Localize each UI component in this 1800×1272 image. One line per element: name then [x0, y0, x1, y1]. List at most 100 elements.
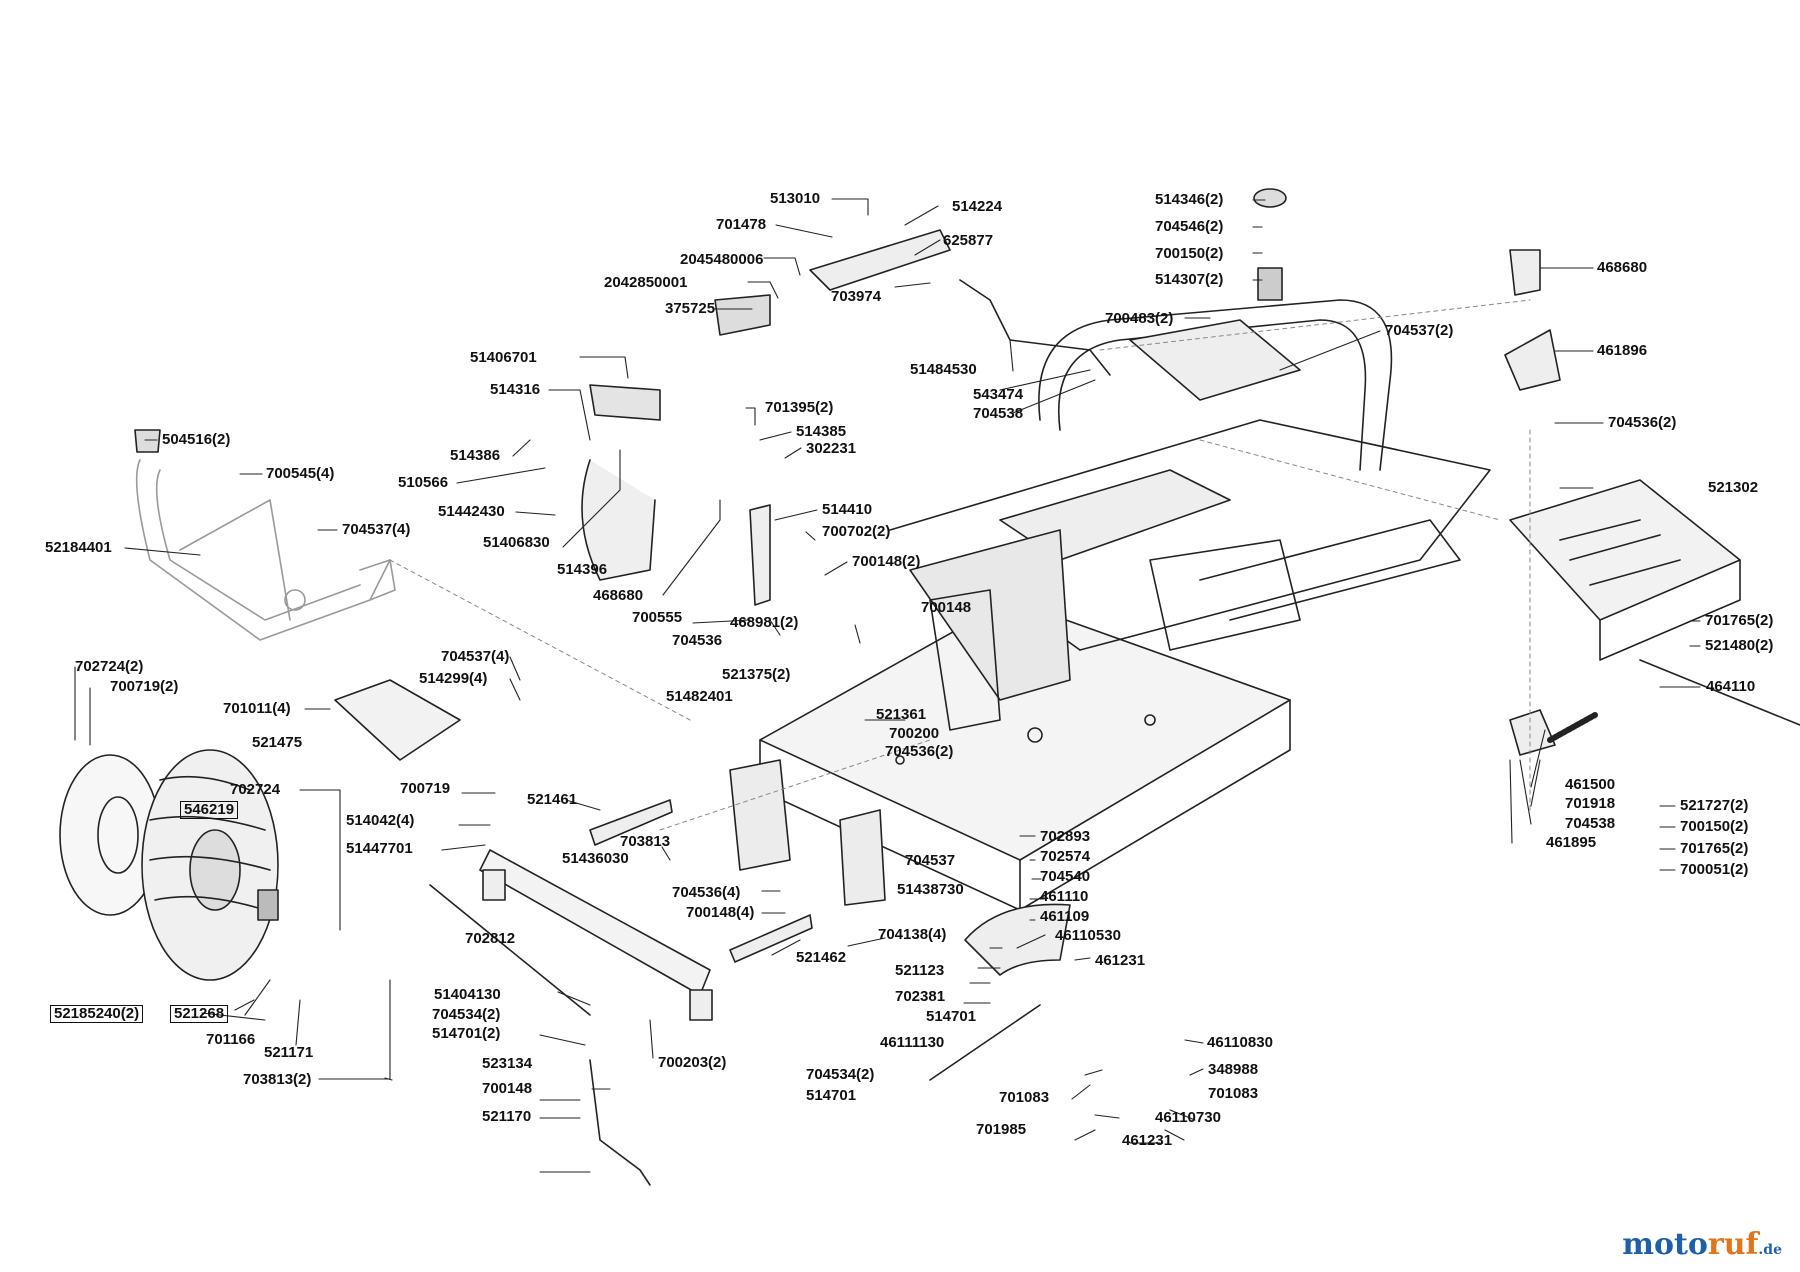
part-label: 700148	[921, 599, 972, 616]
part-label-boxed: 521268	[170, 1005, 229, 1023]
part-label: 700203(2)	[658, 1054, 727, 1071]
part-label: 704537(2)	[1385, 322, 1454, 339]
part-label: 701478	[716, 216, 767, 233]
part-label: 704546(2)	[1155, 218, 1224, 235]
front-wheels	[59, 749, 279, 981]
part-label: 514316	[490, 381, 541, 398]
bracket-514410	[749, 504, 771, 606]
part-label: 700200	[889, 725, 940, 742]
part-label: 51438730	[897, 881, 964, 898]
spring-461500	[1547, 712, 1598, 743]
part-label: 704538	[1565, 815, 1616, 832]
plate-521475	[334, 679, 461, 761]
part-label: 521462	[796, 949, 847, 966]
part-label: 701985	[976, 1121, 1027, 1138]
part-label: 461231	[1122, 1132, 1173, 1149]
part-label: 51442430	[438, 503, 505, 520]
part-label: 700148(2)	[852, 553, 921, 570]
part-label: 700719	[400, 780, 451, 797]
cap-504516	[134, 429, 161, 453]
part-label: 51482401	[666, 688, 733, 705]
part-label: 468680	[593, 587, 644, 604]
part-label: 468680	[1597, 259, 1648, 276]
part-label: 51406701	[470, 349, 537, 366]
part-label: 461231	[1095, 952, 1146, 969]
part-label: 51484530	[910, 361, 977, 378]
part-label: 703813(2)	[243, 1071, 312, 1088]
part-label: 513010	[770, 190, 821, 207]
part-label: 704534(2)	[432, 1006, 501, 1023]
part-label: 521375(2)	[722, 666, 791, 683]
part-label: 514701	[926, 1008, 977, 1025]
part-label: 700483(2)	[1105, 310, 1174, 327]
spindle	[589, 1059, 651, 1186]
part-label: 704540	[1040, 868, 1091, 885]
part-label: 701083	[999, 1089, 1050, 1106]
part-label: 702574	[1040, 848, 1091, 865]
part-label: 704534(2)	[806, 1066, 875, 1083]
part-label: 702381	[895, 988, 946, 1005]
spring-514307	[1257, 267, 1283, 301]
part-label: 700545(4)	[266, 465, 335, 482]
brand-logo: motoruf.de	[1622, 1227, 1782, 1262]
part-label: 2045480006	[680, 251, 764, 268]
bracket-521462	[729, 914, 813, 963]
part-label: 703974	[831, 288, 882, 305]
part-label: 461895	[1546, 834, 1597, 851]
part-label: 464110	[1706, 678, 1756, 695]
part-label: 702893	[1040, 828, 1091, 845]
part-label: 302231	[806, 440, 857, 457]
bracket-468680	[1509, 249, 1541, 296]
part-label: 461110	[1040, 888, 1089, 905]
main-frame	[729, 299, 1491, 911]
part-label: 700051(2)	[1680, 861, 1749, 878]
part-label: 514396	[557, 561, 608, 578]
lever-514224	[809, 229, 951, 291]
part-label: 701083	[1208, 1085, 1259, 1102]
part-label: 700702(2)	[822, 523, 891, 540]
part-label: 461500	[1565, 776, 1616, 793]
part-label: 701765(2)	[1705, 612, 1774, 629]
shift-rod	[959, 279, 1111, 376]
part-label: 700555	[632, 609, 683, 626]
part-label: 514385	[796, 423, 847, 440]
part-label: 521361	[876, 706, 927, 723]
part-label: 514346(2)	[1155, 191, 1224, 208]
part-label: 514701	[806, 1087, 857, 1104]
steering-sector	[964, 903, 1071, 976]
part-label: 702812	[465, 930, 516, 947]
part-label: 46110530	[1055, 927, 1121, 944]
part-label: 704536	[672, 632, 723, 649]
part-label: 700150(2)	[1680, 818, 1749, 835]
part-label: 2042850001	[604, 274, 688, 291]
part-label: 704536(2)	[885, 743, 954, 760]
part-label: 701166	[206, 1031, 256, 1048]
part-label: 704536(4)	[672, 884, 741, 901]
part-label: 701765(2)	[1680, 840, 1749, 857]
part-label: 461109	[1040, 908, 1090, 925]
part-label: 700150(2)	[1155, 245, 1224, 262]
part-label: 521480(2)	[1705, 637, 1774, 654]
part-label: 703813	[620, 833, 671, 850]
bracket-461896	[1504, 329, 1561, 391]
brake-pedal	[581, 459, 656, 581]
part-label: 514307(2)	[1155, 271, 1224, 288]
part-label: 514701(2)	[432, 1025, 501, 1042]
part-label: 521171	[264, 1044, 314, 1061]
part-label: 46111130	[880, 1034, 945, 1051]
tie-rod-left	[429, 884, 591, 1016]
part-label: 521302	[1708, 479, 1759, 496]
part-label: 702724	[230, 781, 281, 798]
part-label: 704536(2)	[1608, 414, 1677, 431]
part-label: 514386	[450, 447, 501, 464]
part-label: 521727(2)	[1680, 797, 1749, 814]
part-label: 543474	[973, 386, 1024, 403]
part-label: 514410	[822, 501, 873, 518]
part-label: 461896	[1597, 342, 1648, 359]
part-label-boxed: 52185240(2)	[50, 1005, 144, 1023]
part-label: 701918	[1565, 795, 1616, 812]
part-label: 700148	[482, 1080, 533, 1097]
handle-375725	[714, 294, 771, 336]
part-label: 704537(4)	[342, 521, 411, 538]
